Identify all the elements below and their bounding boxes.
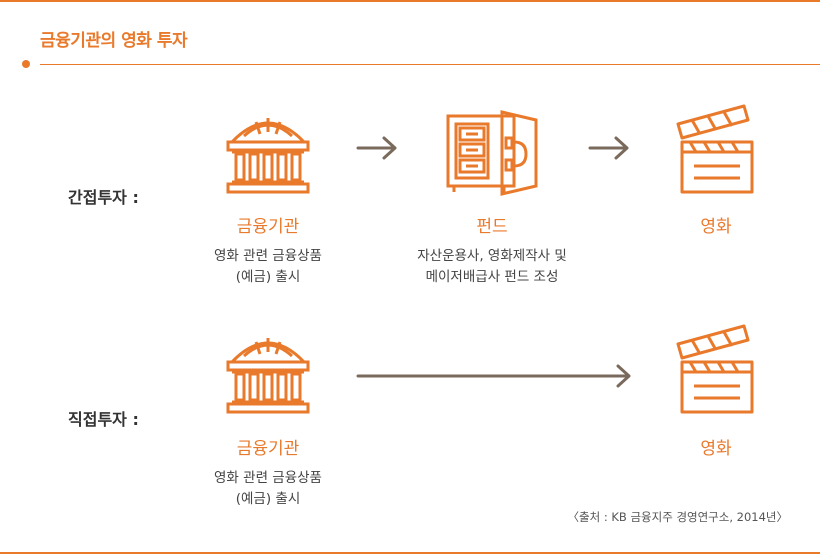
desc-line: (예금) 출시 [235, 491, 301, 507]
node-desc-bank: 영화 관련 금융상품 (예금) 출시 [188, 246, 348, 288]
row-label-direct: 직접투자 : [68, 410, 139, 429]
title-underline [40, 64, 820, 65]
desc-line: (예금) 출시 [235, 269, 301, 285]
desc-line: 영화 관련 금융상품 [214, 248, 322, 264]
desc-line: 영화 관련 금융상품 [214, 470, 322, 486]
desc-line: 메이저배급사 펀드 조성 [425, 269, 559, 285]
arrow-right-icon [356, 136, 397, 160]
node-desc-fund: 자산운용사, 영화제작사 및 메이저배급사 펀드 조성 [392, 246, 592, 288]
safe-icon [446, 110, 538, 196]
node-title-movie: 영화 [700, 217, 732, 237]
arrow-right-icon [588, 136, 629, 160]
bank-icon [226, 338, 310, 414]
node-title-bank: 금융기관 [236, 439, 300, 459]
bottom-rule [0, 552, 820, 554]
source-note: 〈출처 : KB 금융지주 경영연구소, 2014년〉 [567, 510, 788, 524]
arrow-right-long-icon [356, 364, 631, 388]
node-desc-bank: 영화 관련 금융상품 (예금) 출시 [188, 468, 348, 510]
node-title-fund: 펀드 [476, 217, 508, 237]
clapperboard-icon [676, 104, 754, 194]
top-rule [0, 0, 820, 2]
node-title-movie: 영화 [700, 439, 732, 459]
desc-line: 자산운용사, 영화제작사 및 [417, 248, 567, 264]
clapperboard-icon [676, 324, 754, 414]
title-bullet [22, 60, 30, 68]
row-label-indirect: 간접투자 : [68, 188, 139, 207]
node-title-bank: 금융기관 [236, 217, 300, 237]
bank-icon [226, 118, 310, 194]
page-title: 금융기관의 영화 투자 [40, 31, 188, 51]
